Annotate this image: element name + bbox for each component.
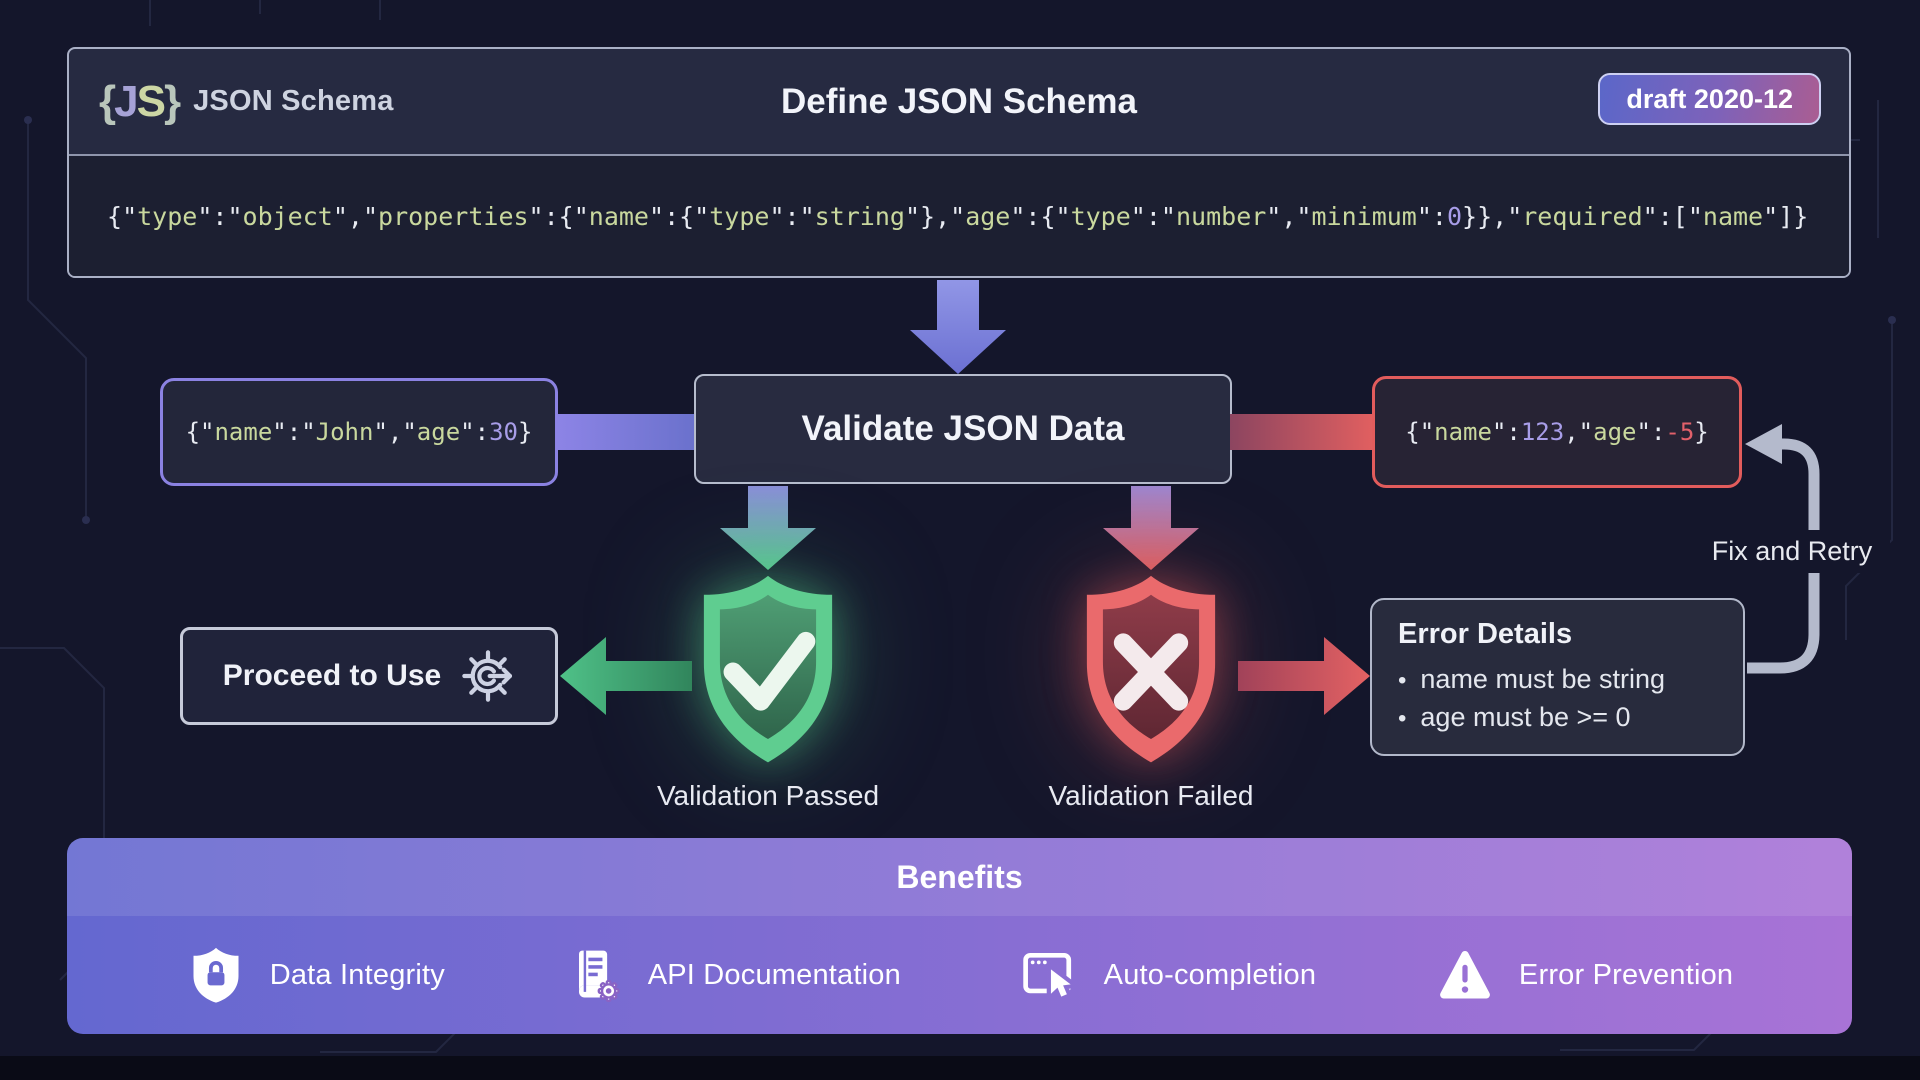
benefit-item-auto-completion: Auto-completion <box>1020 945 1317 1005</box>
arrow-passed-to-proceed <box>560 637 692 715</box>
connector-invalid-to-validate <box>1230 414 1372 450</box>
arrow-validate-to-passed <box>720 486 816 570</box>
header-top-row: {JS} JSON Schema Define JSON Schema draf… <box>69 49 1849 156</box>
page-title: Define JSON Schema <box>781 81 1137 121</box>
error-details-box: Error Details • name must be string • ag… <box>1370 598 1745 756</box>
benefit-label: Error Prevention <box>1518 958 1734 991</box>
arrow-validate-to-failed <box>1103 486 1199 570</box>
fix-retry-label: Fix and Retry <box>1694 530 1890 573</box>
logo-braces-icon: {JS} <box>99 76 181 126</box>
bullet-icon: • <box>1398 705 1407 732</box>
invalid-json-box: {"name":123,"age":-5} <box>1372 376 1742 488</box>
invalid-json-code: {"name":123,"age":-5} <box>1405 418 1709 446</box>
shield-check-icon <box>703 575 833 763</box>
bottom-edge-strip <box>0 1056 1920 1080</box>
browser-cursor-icon <box>1022 952 1071 997</box>
validation-failed-label: Validation Failed <box>1048 780 1254 811</box>
proceed-to-use-box: Proceed to Use <box>180 627 558 725</box>
error-details-title: Error Details <box>1398 618 1573 650</box>
arrow-schema-to-validate <box>910 280 1006 374</box>
valid-json-code: {"name":"John","age":30} <box>185 418 533 446</box>
benefits-bar: Benefits Data Integrity <box>67 838 1852 1034</box>
arrow-failed-to-errors <box>1238 637 1370 715</box>
benefits-title: Benefits <box>67 838 1852 916</box>
benefit-label: Data Integrity <box>269 958 445 991</box>
schema-code: {"type":"object","properties":{"name":{"… <box>107 201 1809 231</box>
benefit-label: Auto-completion <box>1103 958 1317 991</box>
schema-code-row: {"type":"object","properties":{"name":{"… <box>69 156 1849 276</box>
error-item-text: name must be string <box>1420 664 1666 694</box>
valid-json-box: {"name":"John","age":30} <box>160 378 558 486</box>
draft-version-badge: draft 2020-12 <box>1598 73 1821 125</box>
shield-x-icon <box>1086 575 1216 763</box>
benefit-item-api-documentation: API Documentation <box>564 945 901 1005</box>
schema-header-panel: {JS} JSON Schema Define JSON Schema draf… <box>67 47 1851 278</box>
validation-passed-label: Validation Passed <box>656 780 880 811</box>
benefit-label: API Documentation <box>647 958 901 991</box>
benefit-item-error-prevention: Error Prevention <box>1435 945 1733 1005</box>
connector-valid-to-validate <box>556 414 696 450</box>
proceed-label: Proceed to Use <box>222 659 442 692</box>
error-item-text: age must be >= 0 <box>1420 702 1631 732</box>
gear-arrow-icon <box>462 650 513 702</box>
brand-label: JSON Schema <box>193 85 394 117</box>
json-schema-logo: {JS} JSON Schema <box>99 49 394 154</box>
shield-lock-icon <box>193 947 239 1003</box>
error-item: • age must be >= 0 <box>1398 699 1719 737</box>
book-gear-icon <box>578 950 620 1002</box>
error-item: • name must be string <box>1398 661 1719 699</box>
benefit-item-data-integrity: Data Integrity <box>186 945 445 1005</box>
validate-json-box: Validate JSON Data <box>694 374 1232 484</box>
bullet-icon: • <box>1398 667 1407 694</box>
benefits-items-row: Data Integrity <box>67 916 1852 1034</box>
validate-title: Validate JSON Data <box>801 409 1125 448</box>
warning-triangle-icon <box>1440 951 1490 999</box>
